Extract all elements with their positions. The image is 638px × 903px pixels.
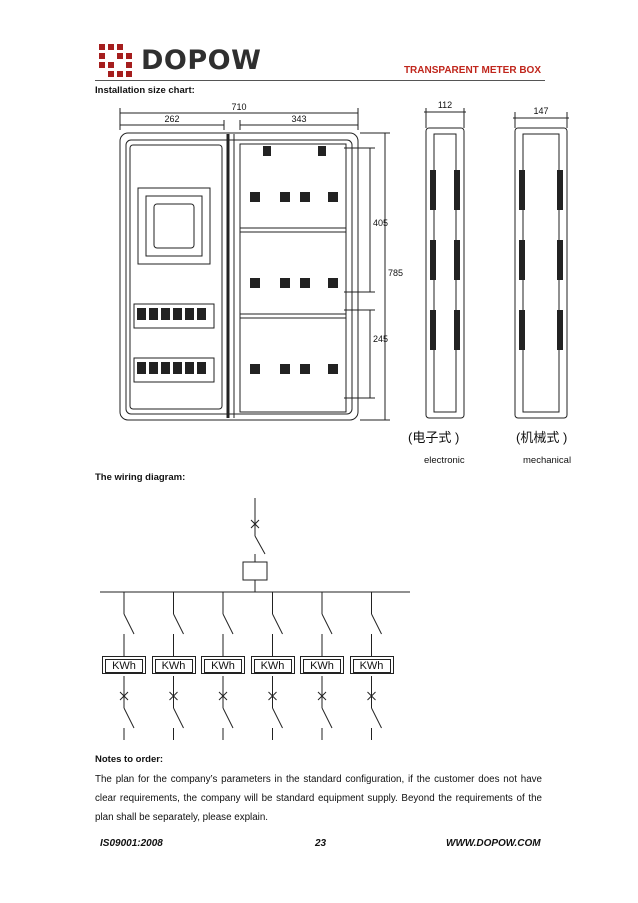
dim-side-mechanical: 147 bbox=[533, 106, 548, 116]
dim-upper-height: 405 bbox=[373, 218, 388, 228]
footer-page-number: 23 bbox=[315, 838, 327, 849]
kwh-meter-label: KWh bbox=[303, 659, 341, 673]
wiring-section-label: The wiring diagram: bbox=[95, 472, 186, 483]
kwh-meter-box: KWh bbox=[300, 656, 344, 674]
kwh-meter-box: KWh bbox=[201, 656, 245, 674]
kwh-meter-label: KWh bbox=[253, 659, 292, 673]
dim-side-electronic: 112 bbox=[438, 100, 452, 110]
kwh-meter-label: KWh bbox=[154, 659, 193, 673]
caption-mechanical: mechanical bbox=[523, 455, 572, 466]
installation-drawing: 710 262 343 405 785 245 112 147 (电子式 ) (… bbox=[119, 100, 569, 445]
dim-right-width: 343 bbox=[291, 114, 306, 124]
dim-left-width: 262 bbox=[164, 114, 179, 124]
footer-website: WWW.DOPOW.COM bbox=[446, 838, 541, 849]
kwh-meter-box: KWh bbox=[250, 656, 295, 674]
footer-iso: IS09001:2008 bbox=[100, 838, 163, 849]
notes-title: Notes to order: bbox=[95, 754, 164, 765]
kwh-meter-box: KWh bbox=[151, 656, 196, 674]
notes-text: The plan for the company’s parameters in… bbox=[95, 774, 542, 823]
dim-total-height: 785 bbox=[388, 268, 403, 278]
brand-logo: DOPOW bbox=[97, 42, 261, 78]
install-section-label: Installation size chart: bbox=[95, 85, 195, 96]
header-title: TRANSPARENT METER BOX bbox=[403, 65, 541, 76]
kwh-meter-box: KWh bbox=[349, 656, 394, 674]
cn-mechanical-label: (机械式 ) bbox=[516, 430, 567, 445]
notes-body: The plan for the company’s parameters in… bbox=[95, 770, 542, 827]
wiring-diagram bbox=[100, 498, 410, 740]
dim-lower-height: 245 bbox=[373, 334, 388, 344]
dim-overall-width: 710 bbox=[231, 102, 246, 112]
kwh-meter-label: KWh bbox=[204, 659, 242, 673]
kwh-meter-label: KWh bbox=[105, 659, 143, 673]
header-divider bbox=[95, 80, 545, 81]
kwh-meter-label: KWh bbox=[352, 659, 391, 673]
kwh-meter-box: KWh bbox=[102, 656, 146, 674]
brand-name: DOPOW bbox=[141, 45, 262, 76]
cn-electronic-label: (电子式 ) bbox=[408, 430, 459, 445]
logo-mark-icon bbox=[99, 44, 132, 77]
caption-electronic: electronic bbox=[424, 455, 465, 466]
